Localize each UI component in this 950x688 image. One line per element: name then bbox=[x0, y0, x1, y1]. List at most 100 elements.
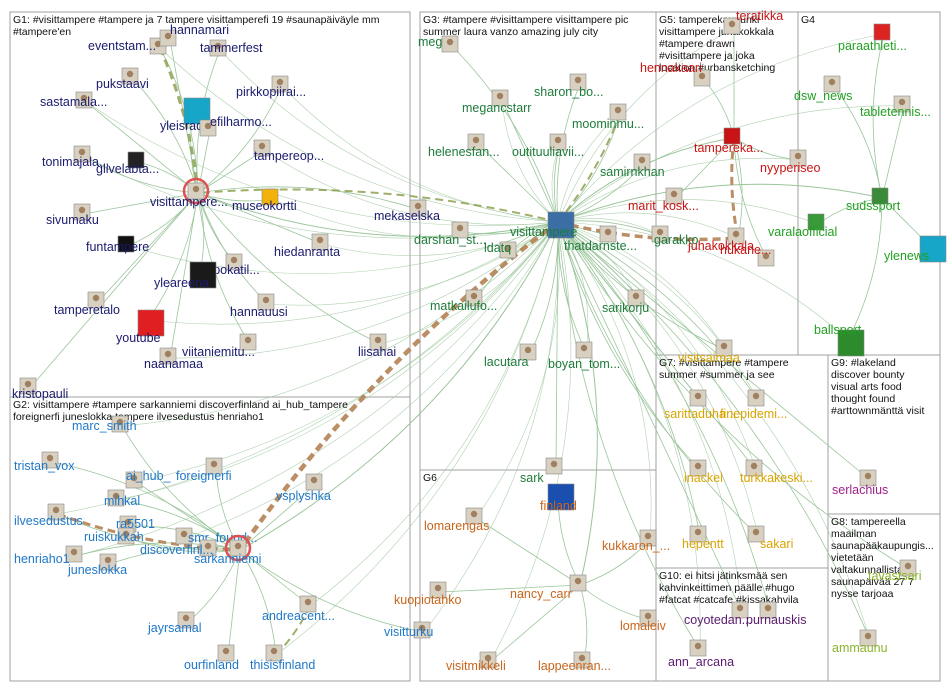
node-marit_kosk[interactable]: marit_kosk... bbox=[628, 187, 699, 213]
node-sivumaku[interactable]: sivumaku bbox=[46, 203, 99, 227]
node-visitturku[interactable]: visitturku bbox=[384, 621, 433, 639]
node-varalaofficial[interactable]: varalaofficial bbox=[768, 213, 837, 239]
node-lomaleiv[interactable]: lomaleiv bbox=[620, 609, 667, 633]
node-sharon_bo[interactable]: sharon_bo... bbox=[534, 73, 604, 99]
node-lomarengas[interactable]: lomarengas bbox=[424, 507, 489, 533]
node-tabletennis[interactable]: tabletennis... bbox=[860, 95, 931, 119]
node-ourfinland[interactable]: ourfinland bbox=[184, 644, 239, 672]
node-purnauskis[interactable]: purnauskis bbox=[746, 601, 806, 627]
group-box-g6 bbox=[419, 469, 657, 682]
node-matkailufo[interactable]: matkailufo... bbox=[430, 289, 497, 313]
node-hannamari[interactable]: hannamari bbox=[159, 23, 229, 47]
node-eventstampere[interactable]: eventstam... bbox=[88, 37, 167, 55]
node-samirnkhan[interactable]: samirnkhan bbox=[600, 153, 665, 179]
node-meg[interactable]: meg bbox=[418, 35, 459, 53]
node-label: hepentt bbox=[682, 537, 724, 551]
node-naanamaa[interactable]: naanamaa bbox=[144, 347, 203, 371]
node-moominmu[interactable]: moominmu... bbox=[572, 103, 644, 131]
node-sarittaduha[interactable]: sarittaduha... bbox=[664, 389, 736, 421]
node-outituuliavii[interactable]: outituuliavii... bbox=[512, 133, 584, 159]
node-lacutara[interactable]: lacutara bbox=[484, 343, 537, 369]
node-viitaniemitu[interactable]: viitaniemitu... bbox=[182, 333, 257, 359]
node-kristopauli[interactable]: kristopauli bbox=[12, 377, 68, 401]
node-kukkaron[interactable]: kukkaron_... bbox=[602, 529, 670, 553]
node-ann_arcana[interactable]: ann_arcana bbox=[668, 639, 734, 669]
node-hepentt[interactable]: hepentt bbox=[682, 525, 724, 551]
node-lappeenranta[interactable]: lappeenran... bbox=[538, 651, 611, 673]
node-museokortti[interactable]: museokortti bbox=[232, 188, 297, 213]
node-inackel[interactable]: inackel bbox=[684, 459, 723, 485]
node-tampereop[interactable]: tampereop... bbox=[253, 139, 324, 163]
node-marc_smith[interactable]: marc_smith bbox=[72, 415, 137, 433]
node-darshan_st[interactable]: darshan_st... bbox=[414, 221, 486, 247]
node-thatdarnste[interactable]: thatdarnste... bbox=[564, 225, 637, 253]
node-mihkal[interactable]: mihkal bbox=[104, 489, 140, 508]
node-sakari[interactable]: sakari bbox=[747, 525, 793, 551]
node-vsplyshka[interactable]: vsplyshka bbox=[276, 473, 331, 503]
node-pirkkopiirai[interactable]: pirkkopiirai... bbox=[236, 75, 306, 99]
node-helenesfan[interactable]: helenesfan... bbox=[428, 133, 500, 159]
node-boyan_tom[interactable]: boyan_tom... bbox=[548, 341, 620, 371]
node-coyotedan[interactable]: coyotedan... bbox=[684, 601, 752, 627]
node-nyyperiseo[interactable]: nyyperiseo bbox=[760, 149, 820, 175]
node-mekaselska[interactable]: mekaselska bbox=[374, 199, 440, 223]
node-label: ai_hub_ bbox=[126, 469, 172, 483]
node-hannauusi[interactable]: hannauusi bbox=[230, 293, 288, 319]
node-yleareena[interactable]: yleareena bbox=[154, 261, 217, 290]
node-sarkanniemi[interactable]: sarkanniemi bbox=[194, 534, 261, 566]
node-finland[interactable]: finland bbox=[540, 483, 577, 513]
node-turkkakeski[interactable]: turkkakeski... bbox=[740, 459, 813, 485]
node-tonimajala[interactable]: tonimajala... bbox=[42, 145, 109, 169]
node-ammaunu[interactable]: ammaunu bbox=[832, 629, 888, 655]
node-tavastsari[interactable]: tavastsari bbox=[868, 559, 922, 583]
node-andreacent[interactable]: andreacent... bbox=[262, 595, 335, 623]
node-discoverfinland[interactable]: discoverfinl... bbox=[140, 539, 217, 557]
node-sudssport[interactable]: sudssport bbox=[846, 187, 901, 213]
node-visitsaimaa[interactable]: visitsaimaa bbox=[678, 339, 740, 365]
node-foreignerfi[interactable]: foreignerfi bbox=[176, 457, 232, 483]
node-megancstarr[interactable]: megancstarr bbox=[462, 89, 531, 115]
node-liisahai[interactable]: liisahai bbox=[358, 333, 396, 359]
node-teratikka[interactable]: teratikka bbox=[723, 9, 783, 35]
node-henriaho1[interactable]: henriaho1 bbox=[14, 545, 83, 566]
node-serlachius[interactable]: serlachius bbox=[832, 469, 888, 497]
avatar-face-icon bbox=[638, 156, 646, 164]
node-nancy_carr[interactable]: nancy_carr bbox=[510, 574, 587, 601]
node-ai_hub[interactable]: ai_hub_ bbox=[125, 469, 172, 489]
node-filharmonia[interactable]: efilharmo... bbox=[199, 115, 272, 137]
node-finepidemi[interactable]: finepidemi... bbox=[720, 389, 787, 421]
node-ylenews[interactable]: ylenews bbox=[884, 235, 947, 263]
node-ballsport[interactable]: ballsport bbox=[814, 323, 865, 357]
node-ldatq[interactable]: ldatq bbox=[484, 241, 517, 259]
node-sarikorju[interactable]: sarikorju bbox=[602, 289, 649, 315]
node-garakko[interactable]: garakko bbox=[651, 225, 699, 247]
node-juneslokka[interactable]: juneslokka bbox=[67, 553, 127, 577]
node-ilvesedustus[interactable]: ilvesedustus bbox=[14, 503, 83, 528]
node-kuopiotahko[interactable]: kuopiotahko bbox=[394, 581, 461, 607]
node-tamperekaupunki[interactable]: tampereka... bbox=[694, 127, 763, 155]
node-yleisradio[interactable]: yleisradio bbox=[160, 97, 213, 133]
node-hukane[interactable]: hukane... bbox=[720, 243, 775, 267]
node-tristan_vox[interactable]: tristan_vox bbox=[14, 451, 75, 473]
node-sastamala[interactable]: sastamala... bbox=[40, 91, 107, 109]
node-paraathleti[interactable]: paraathleti... bbox=[838, 23, 907, 53]
node-funtampere[interactable]: funtampere bbox=[86, 235, 149, 254]
node-tamperetalo[interactable]: tamperetalo bbox=[54, 291, 120, 317]
node-pukstaavi[interactable]: pukstaavi bbox=[96, 67, 149, 91]
node-hiedanranta[interactable]: hiedanranta bbox=[274, 233, 340, 259]
node-youtube[interactable]: youtube bbox=[116, 309, 165, 345]
node-thisisfinland[interactable]: thisisfinland bbox=[250, 644, 315, 672]
avatar-face-icon bbox=[644, 532, 652, 540]
node-hennakaari[interactable]: hennakaari bbox=[640, 61, 711, 87]
node-tammerfest[interactable]: tammerfest bbox=[200, 39, 263, 57]
node-visittampere[interactable]: visittampere bbox=[510, 211, 577, 239]
node-jayrsamal[interactable]: jayrsamal bbox=[147, 611, 202, 635]
node-visittampere_fi[interactable]: visittampere... bbox=[150, 177, 228, 209]
node-label: finepidemi... bbox=[720, 407, 787, 421]
node-visitmikkeli[interactable]: visitmikkeli bbox=[446, 651, 506, 673]
node-sark[interactable]: sark bbox=[520, 457, 563, 485]
node-juhakokkala[interactable]: juhakokkala bbox=[687, 227, 754, 253]
node-dsw_news[interactable]: dsw_news bbox=[794, 75, 852, 103]
node-glivelabta[interactable]: glivelabta... bbox=[96, 151, 159, 176]
node-ruiskukkah[interactable]: ruiskukkah bbox=[84, 527, 144, 545]
